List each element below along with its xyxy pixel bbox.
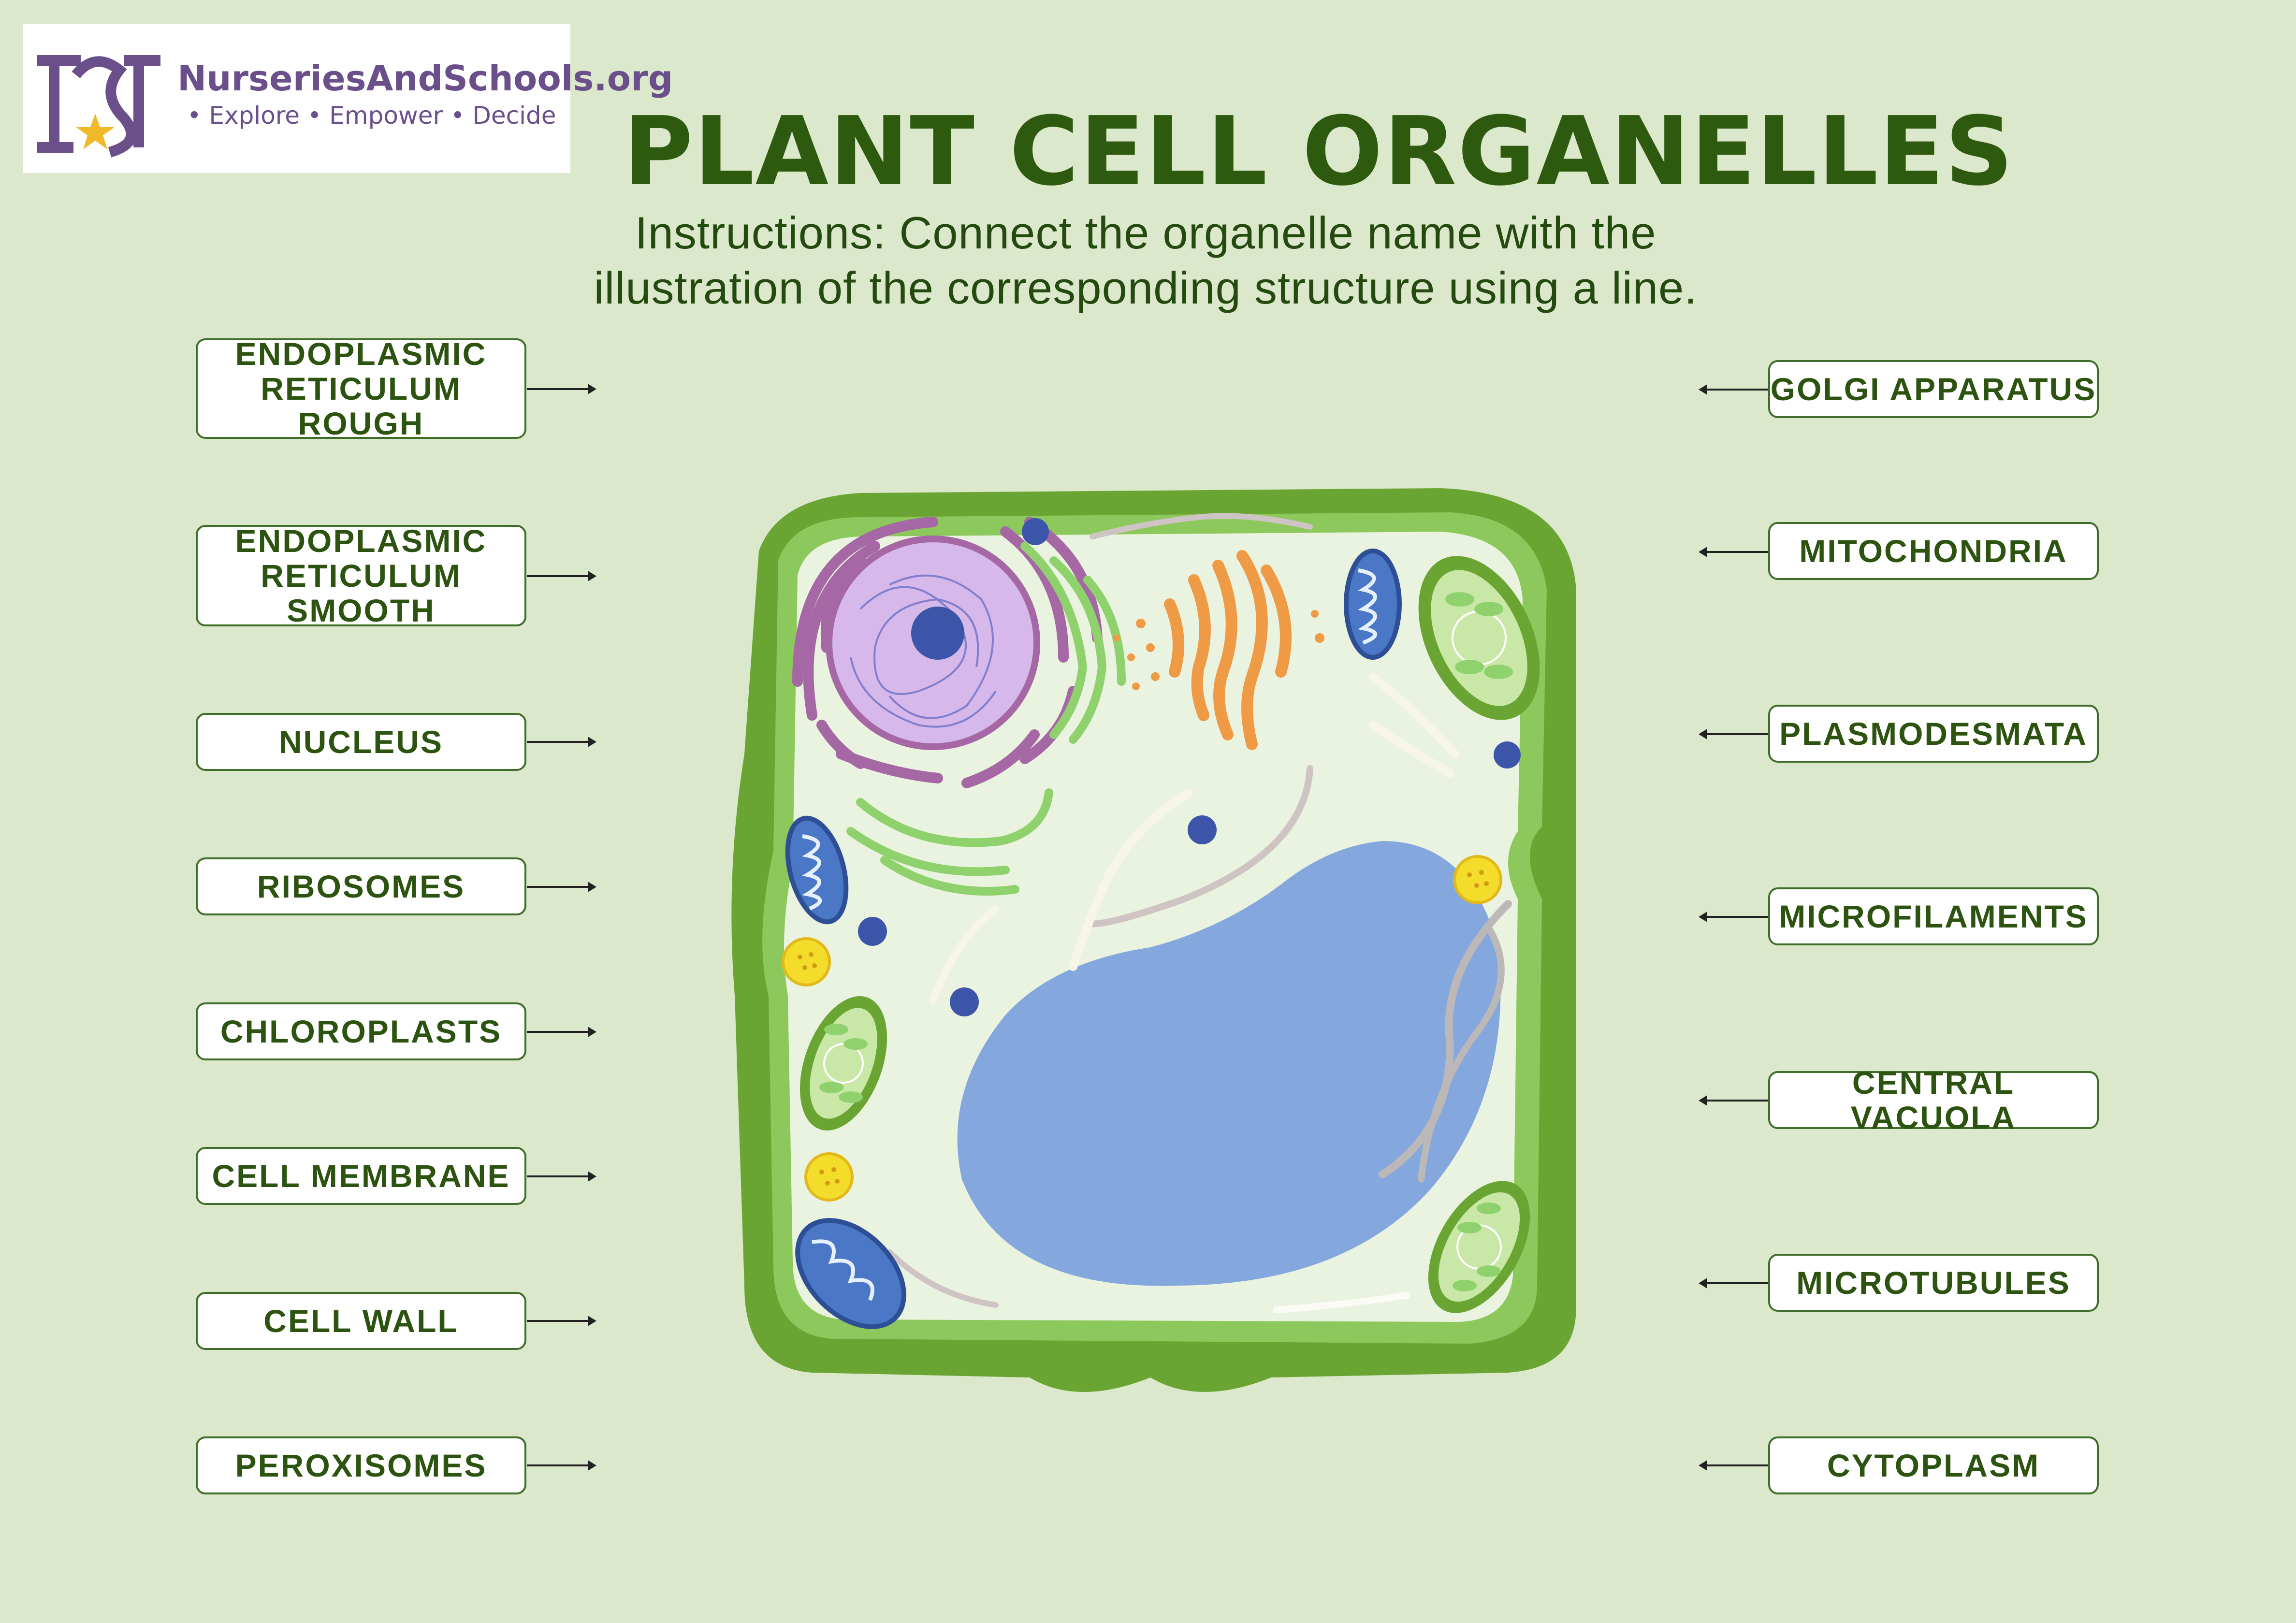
label-line: RETICULUM ROUGH bbox=[261, 371, 462, 441]
page-title: PLANT CELL ORGANELLES bbox=[624, 97, 2014, 207]
label-line: ENDOPLASMIC bbox=[235, 523, 487, 559]
label-line: RETICULUM SMOOTH bbox=[261, 558, 462, 628]
label-line: MICROFILAMENTS bbox=[1779, 898, 2088, 934]
arrow-right bbox=[527, 1316, 596, 1326]
arrow-left bbox=[1699, 912, 1768, 922]
microfilament bbox=[886, 1249, 999, 1308]
arrow-right bbox=[527, 1171, 596, 1182]
label-chloroplasts: CHLOROPLASTS bbox=[196, 1002, 526, 1060]
label-nucleus: NUCLEUS bbox=[196, 713, 526, 771]
nucleolus bbox=[911, 607, 964, 660]
label-peroxisomes: PEROXISOMES bbox=[196, 1436, 526, 1494]
microtubule bbox=[1379, 900, 1512, 1178]
ribosomes bbox=[858, 518, 1521, 1016]
plant-cell-illustration bbox=[731, 488, 1576, 1392]
label-line: NUCLEUS bbox=[278, 724, 443, 760]
label-line: MITOCHONDRIA bbox=[1799, 533, 2068, 569]
chloroplast bbox=[799, 996, 887, 1130]
label-microfilaments: MICROFILAMENTS bbox=[1768, 887, 2099, 945]
logo-mark-icon bbox=[37, 55, 160, 158]
arrow-right bbox=[527, 882, 596, 892]
label-line: CELL MEMBRANE bbox=[212, 1158, 510, 1194]
label-cell-wall: CELL WALL bbox=[196, 1292, 526, 1350]
microfilament bbox=[1273, 1292, 1410, 1313]
label-line: ENDOPLASMIC bbox=[235, 336, 487, 372]
mitochondrion bbox=[785, 815, 849, 925]
arrow-left bbox=[1699, 729, 1768, 739]
label-line: PEROXISOMES bbox=[235, 1448, 487, 1483]
label-golgi-apparatus: GOLGI APPARATUS bbox=[1768, 360, 2099, 418]
arrow-right bbox=[527, 384, 596, 394]
logo: NurseriesAndSchools.org • Explore • Empo… bbox=[23, 24, 673, 173]
microtubule bbox=[1418, 925, 1505, 1183]
label-plasmodesmata: PLASMODESMATA bbox=[1768, 705, 2099, 763]
chloroplast bbox=[1418, 556, 1540, 720]
logo-tagline: • Explore • Empower • Decide bbox=[187, 101, 556, 130]
golgi-vesicles bbox=[1113, 610, 1324, 690]
label-line: CELL WALL bbox=[263, 1303, 459, 1339]
label-ribosomes: RIBOSOMES bbox=[196, 857, 526, 915]
label-line: CENTRAL VACUOLA bbox=[1850, 1065, 2017, 1135]
arrow-left bbox=[1699, 1460, 1768, 1471]
smooth-filament bbox=[1368, 672, 1459, 758]
peroxisome bbox=[804, 1152, 854, 1202]
smooth-filament bbox=[1069, 788, 1193, 971]
peroxisome bbox=[782, 937, 831, 986]
arrow-right bbox=[527, 1460, 596, 1471]
label-central-vacuola: CENTRAL VACUOLA bbox=[1768, 1065, 2099, 1135]
golgi-apparatus bbox=[1164, 550, 1292, 750]
arrow-right bbox=[527, 1027, 596, 1037]
instructions-line-1: Instructions: Connect the organelle name… bbox=[635, 207, 1657, 258]
label-line: MICROTUBULES bbox=[1796, 1265, 2071, 1301]
central-vacuole bbox=[957, 841, 1501, 1286]
label-mitochondria: MITOCHONDRIA bbox=[1768, 522, 2099, 580]
mitochondrion bbox=[795, 1218, 906, 1329]
label-line: GOLGI APPARATUS bbox=[1770, 371, 2097, 407]
arrow-left bbox=[1699, 1095, 1768, 1106]
smooth-filament bbox=[929, 905, 1000, 1004]
arrow-left bbox=[1699, 384, 1768, 395]
label-line: CYTOPLASM bbox=[1827, 1448, 2040, 1483]
label-microtubules: MICROTUBULES bbox=[1768, 1254, 2099, 1312]
chromatin bbox=[850, 574, 997, 728]
logo-name: NurseriesAndSchools.org bbox=[177, 58, 673, 99]
instructions-line-2: illustration of the corresponding struct… bbox=[594, 262, 1698, 313]
label-line: PLASMODESMATA bbox=[1779, 716, 2088, 752]
mitochondrion bbox=[1344, 549, 1402, 660]
arrow-left bbox=[1699, 1278, 1768, 1289]
smooth-filament bbox=[1368, 721, 1454, 778]
arrow-right bbox=[527, 737, 596, 747]
smooth-er bbox=[846, 542, 1126, 896]
label-line: RIBOSOMES bbox=[257, 869, 465, 904]
peroxisome bbox=[1453, 855, 1502, 904]
label-line: CHLOROPLASTS bbox=[220, 1014, 502, 1049]
chloroplast bbox=[1428, 1181, 1530, 1313]
arrow-left bbox=[1699, 547, 1768, 557]
microfilament bbox=[1090, 513, 1313, 539]
microfilament bbox=[1084, 765, 1313, 927]
arrow-right bbox=[527, 571, 596, 581]
instructions: Instructions: Connect the organelle name… bbox=[580, 205, 1711, 316]
label-cytoplasm: CYTOPLASM bbox=[1768, 1436, 2099, 1494]
label-cell-membrane: CELL MEMBRANE bbox=[196, 1147, 526, 1205]
